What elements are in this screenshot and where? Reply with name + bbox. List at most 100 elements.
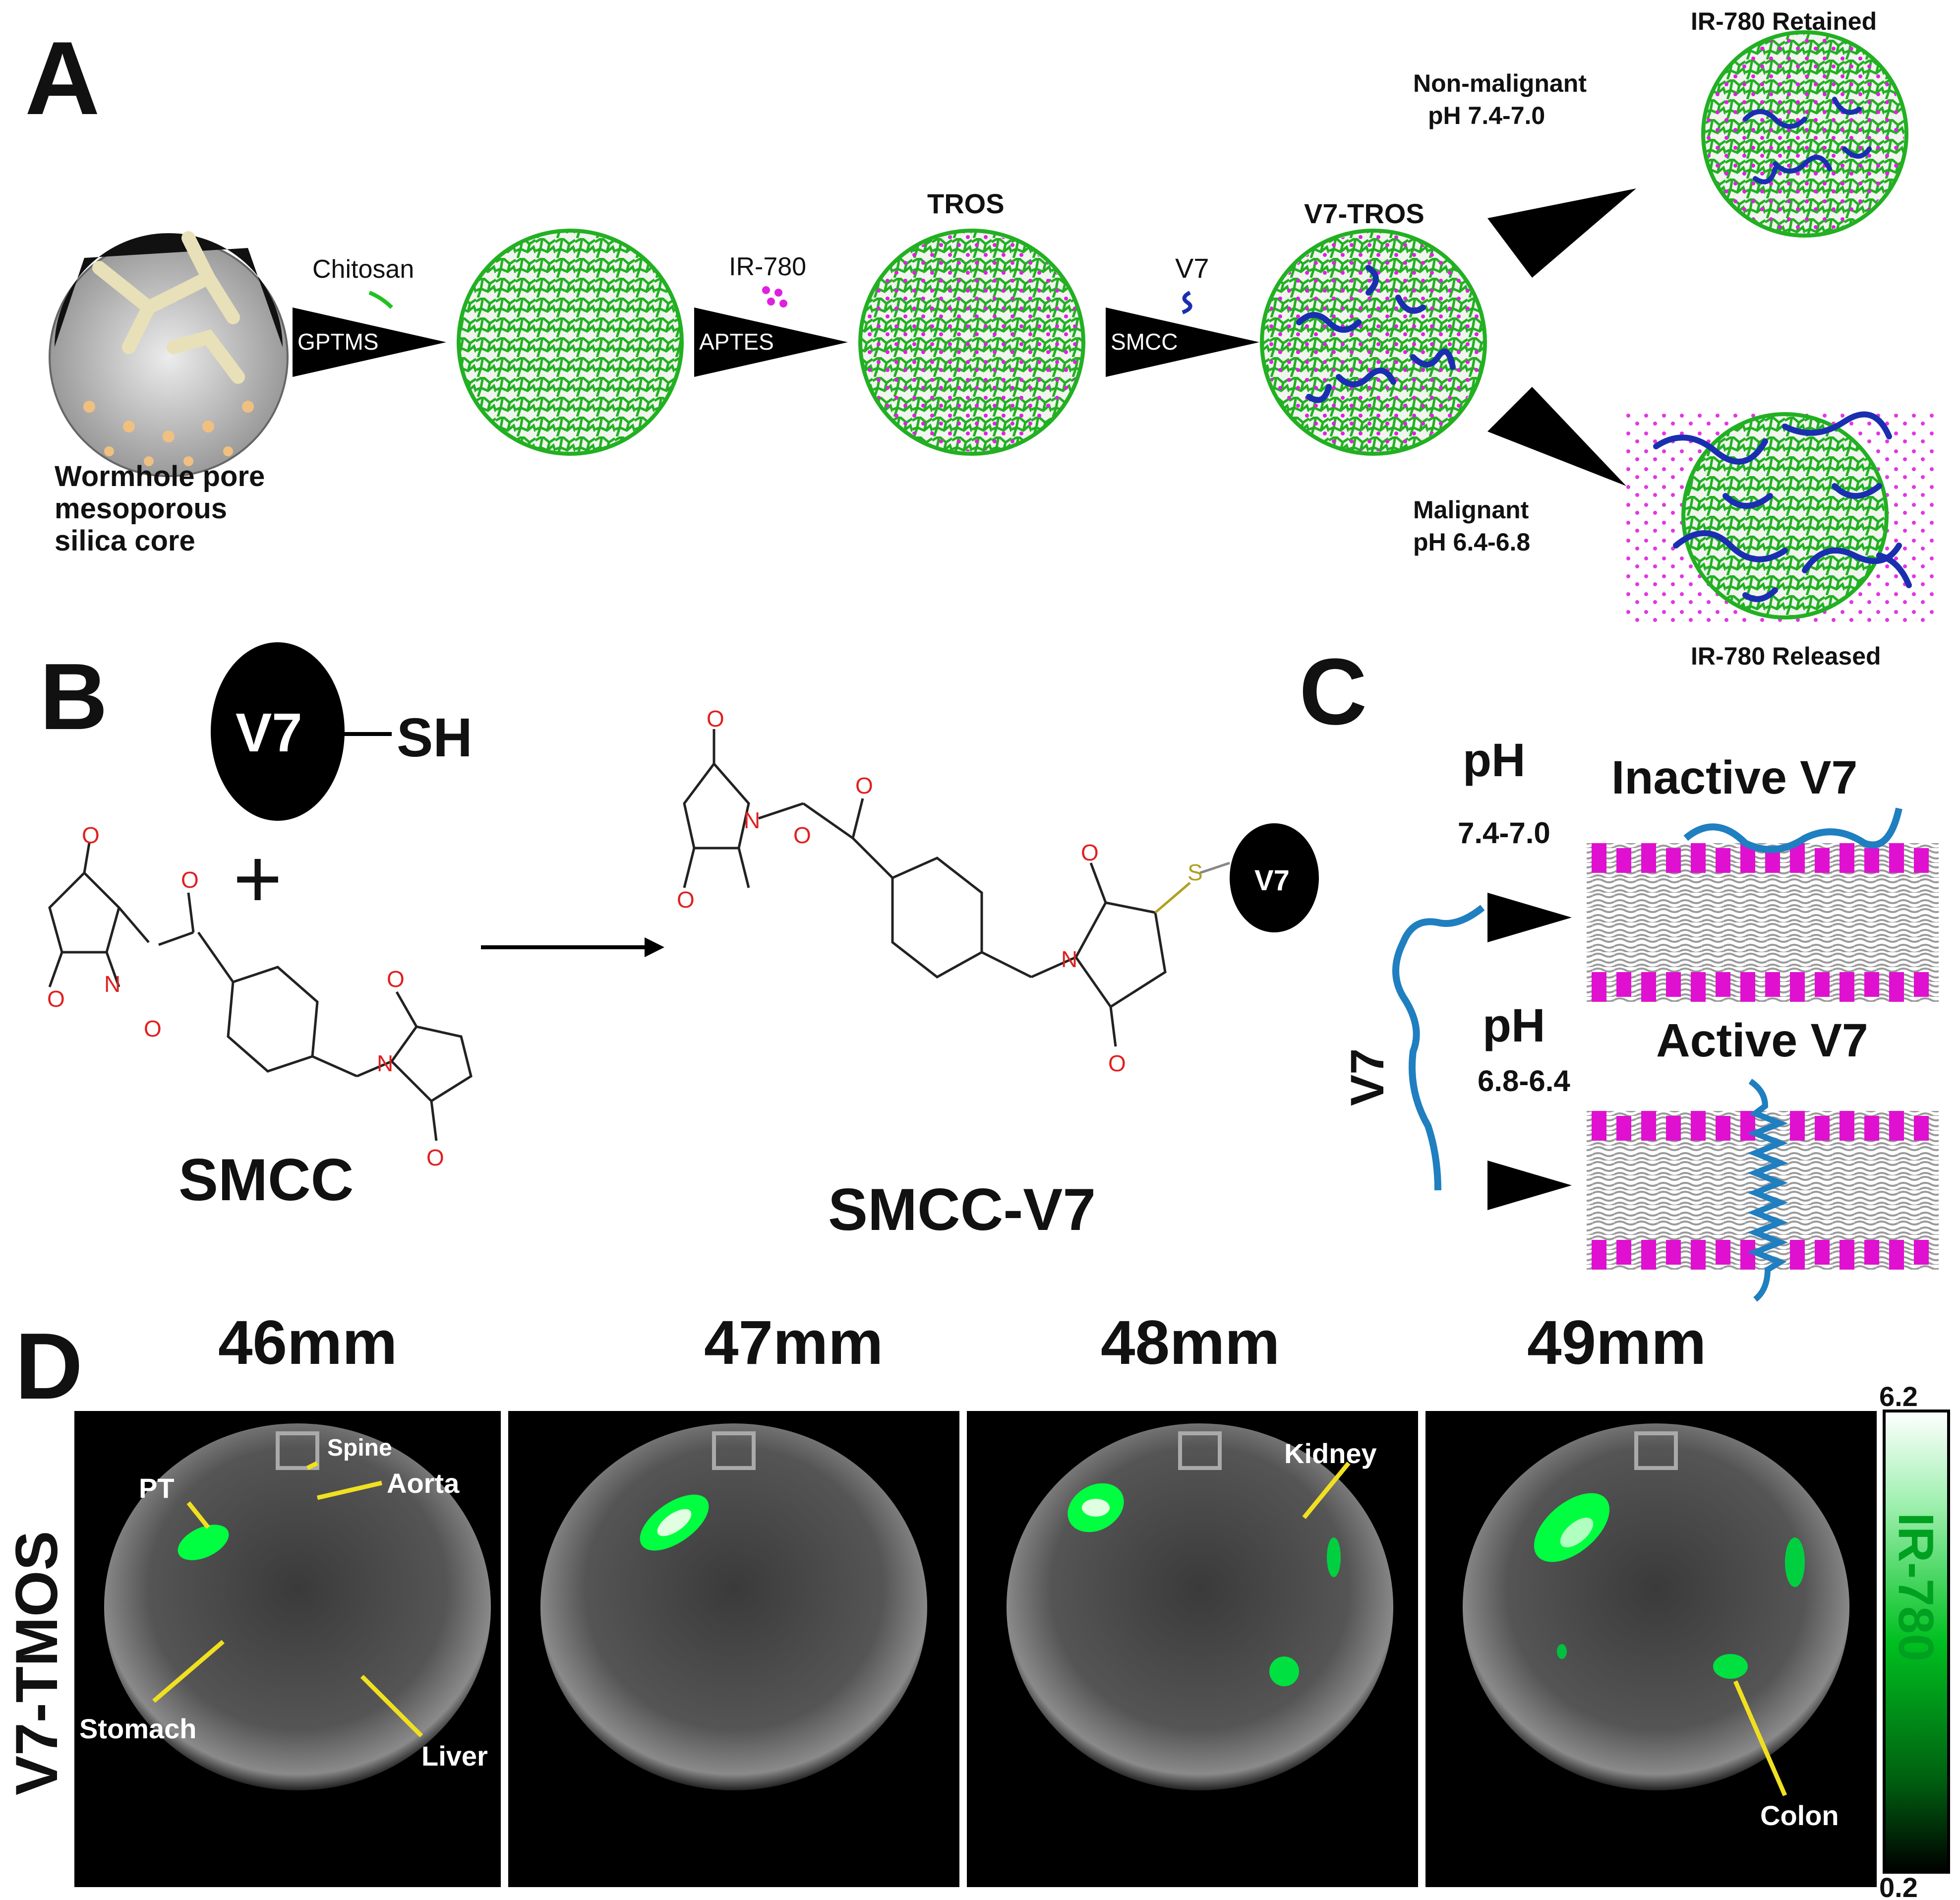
row-label: V7-TMOS	[3, 1531, 70, 1795]
reaction-arrow	[481, 937, 664, 957]
svg-text:O: O	[387, 966, 405, 992]
svg-text:O: O	[82, 822, 100, 848]
nonmalignant-label-1: Non-malignant	[1413, 69, 1587, 97]
svg-text:O: O	[677, 887, 695, 913]
svg-text:N: N	[377, 1050, 393, 1076]
v7-label: V7	[236, 702, 302, 763]
malignant-label-1: Malignant	[1413, 496, 1529, 524]
v7-vertical-label: V7	[1341, 1048, 1394, 1106]
smcc-v7-label: SMCC-V7	[828, 1176, 1096, 1243]
svg-text:O: O	[181, 867, 199, 893]
panel-label-c: C	[1299, 639, 1367, 744]
smcc-v7-structure	[683, 729, 1230, 1047]
arrow-active	[1487, 1161, 1572, 1210]
label-colon: Colon	[1760, 1800, 1839, 1831]
reagent-ir780: IR-780	[729, 252, 806, 281]
label-spine: Spine	[327, 1435, 392, 1461]
membrane-inactive	[1587, 807, 1939, 1002]
mri-slice-47mm	[508, 1411, 959, 1887]
smcc-v7-atom-labels: O O N O O O N O S	[677, 706, 1203, 1076]
depth-49: 49mm	[1527, 1308, 1706, 1377]
mri-slice-49mm	[1425, 1411, 1877, 1887]
label-liver: Liver	[421, 1740, 488, 1772]
nonmalignant-label-2: pH 7.4-7.0	[1428, 102, 1545, 129]
active-v7-label: Active V7	[1656, 1014, 1868, 1067]
annotations-46mm	[152, 1461, 423, 1738]
linker-aptes: APTES	[699, 329, 774, 355]
reagent-chitosan: Chitosan	[312, 255, 414, 284]
label-aorta: Aorta	[387, 1468, 460, 1499]
svg-text:N: N	[744, 807, 760, 833]
mri-slice-48mm	[967, 1411, 1418, 1887]
panel-label-a: A	[25, 20, 100, 136]
core-label-2: mesoporous	[55, 492, 227, 525]
ph2-range: 6.8-6.4	[1478, 1064, 1570, 1098]
panel-label-d: D	[15, 1314, 83, 1419]
depth-48: 48mm	[1101, 1308, 1280, 1377]
colorbar-max: 6.2	[1879, 1381, 1918, 1412]
ph2-label: pH	[1483, 999, 1545, 1052]
v7-small-label: V7	[1254, 864, 1290, 897]
colorbar-min: 0.2	[1879, 1872, 1918, 1900]
chitosan-particle	[457, 229, 684, 456]
ir780-dye-icon	[762, 286, 787, 307]
linker-gptms: GPTMS	[297, 329, 379, 355]
svg-text:O: O	[793, 822, 811, 848]
v7-peptide-icon	[1182, 291, 1192, 314]
linker-smcc: SMCC	[1111, 329, 1178, 355]
svg-text:O: O	[855, 773, 873, 798]
svg-text:O: O	[426, 1145, 444, 1170]
v7-free-peptide	[1392, 905, 1485, 1191]
core-label-1: Wormhole pore	[55, 460, 265, 492]
v7tros-particle	[1260, 229, 1487, 456]
label-stomach: Stomach	[79, 1713, 197, 1744]
malignant-label-2: pH 6.4-6.8	[1413, 528, 1530, 556]
arrow-inactive	[1487, 893, 1572, 942]
arrow-aptes	[694, 307, 848, 377]
panel-label-b: B	[40, 644, 108, 749]
plus-sign: +	[233, 832, 282, 926]
membrane-active	[1587, 1079, 1939, 1302]
depth-46: 46mm	[218, 1308, 397, 1377]
svg-text:O: O	[47, 986, 65, 1012]
arrow-gptms	[293, 307, 446, 377]
core-label-3: silica core	[55, 525, 195, 557]
mri-slice-46mm	[74, 1411, 501, 1887]
svg-text:N: N	[104, 971, 120, 997]
smcc-structure	[48, 843, 473, 1141]
released-label: IR-780 Released	[1691, 642, 1881, 670]
arrow-to-released	[1487, 387, 1626, 486]
svg-text:O: O	[1081, 840, 1099, 865]
v7tros-label: V7-TROS	[1304, 198, 1425, 229]
colorbar	[1883, 1410, 1950, 1874]
annotations-48mm	[1302, 1462, 1351, 1519]
svg-text:S: S	[1188, 859, 1203, 885]
smcc-atom-labels: O O N O O O N O	[47, 822, 444, 1170]
released-particle	[1626, 411, 1939, 625]
ph1-label: pH	[1463, 734, 1526, 787]
svg-text:O: O	[144, 1016, 162, 1042]
svg-text:O: O	[707, 706, 724, 732]
svg-text:O: O	[1108, 1050, 1126, 1076]
label-pt: PT	[139, 1472, 175, 1504]
retained-label: IR-780 Retained	[1691, 7, 1877, 35]
depth-47: 47mm	[704, 1308, 883, 1377]
v7-small-icon	[1230, 823, 1319, 932]
tros-label: TROS	[927, 188, 1005, 219]
sh-label: SH	[397, 707, 473, 768]
svg-text:N: N	[1061, 946, 1077, 972]
colorbar-label: IR-780	[1888, 1513, 1944, 1661]
silica-core	[49, 231, 289, 477]
v7-peptide	[211, 642, 392, 821]
retained-particle	[1701, 30, 1908, 238]
smcc-label: SMCC	[178, 1147, 354, 1213]
inactive-v7-label: Inactive V7	[1611, 751, 1857, 804]
label-kidney: Kidney	[1284, 1438, 1377, 1469]
arrow-smcc	[1106, 307, 1259, 377]
chitosan-icon	[368, 291, 393, 309]
annotations-49mm	[1733, 1680, 1787, 1796]
ph1-range: 7.4-7.0	[1458, 816, 1550, 850]
reagent-v7: V7	[1175, 252, 1209, 284]
arrow-to-retained	[1487, 188, 1636, 278]
